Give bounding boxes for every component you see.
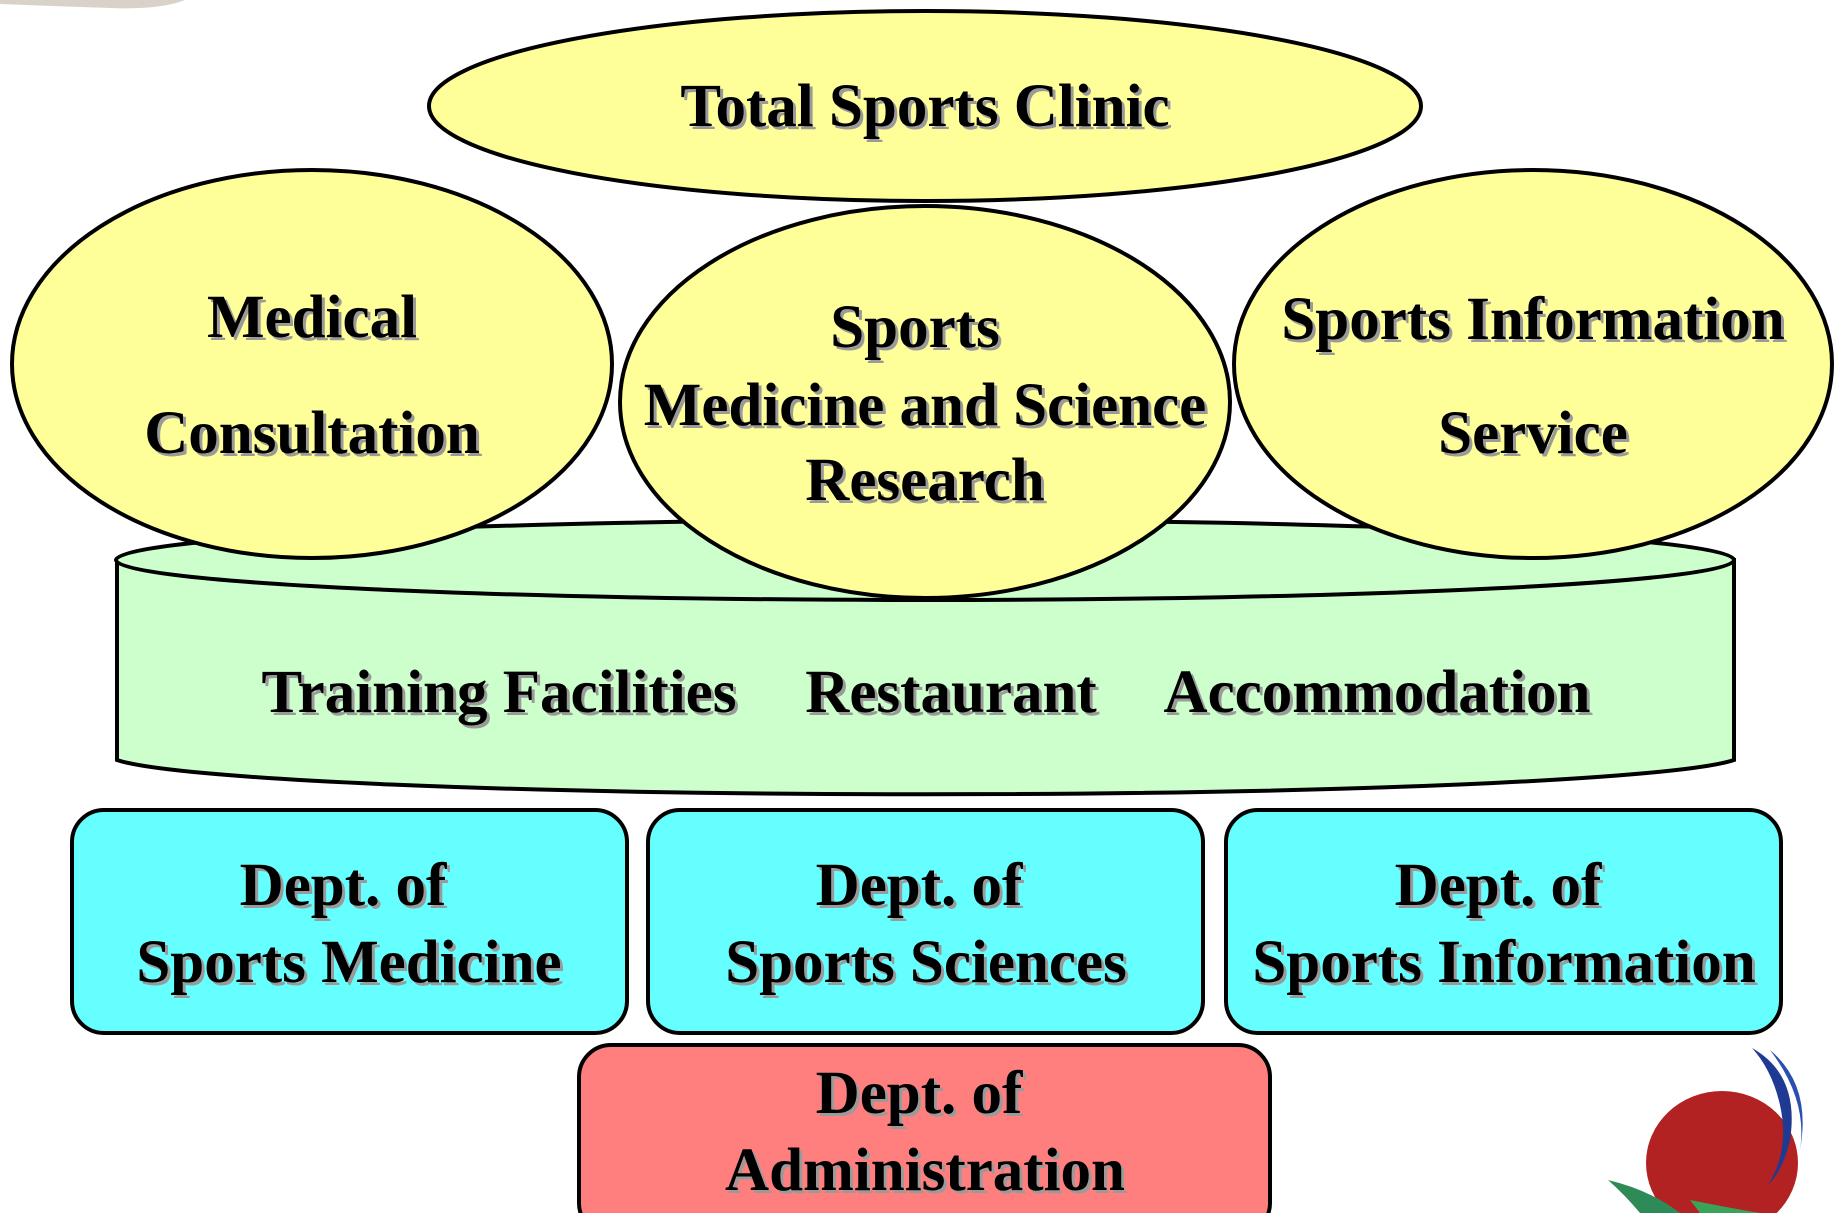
svg-text:Sports Information: Sports Information [1255, 932, 1758, 999]
dept-sports-medicine-label: Dept. of Dept. of Sports Medicine Sports… [136, 852, 564, 999]
svg-text:Sports Medicine: Sports Medicine [139, 932, 564, 999]
dept-sports-information-label: Dept. of Dept. of Sports Information Spo… [1252, 852, 1758, 999]
svg-text:Training Facilities: Training Facilities [262, 659, 737, 726]
svg-text:Training Facilities: Training Facilities [265, 662, 740, 729]
dept-sports-sciences-label: Dept. of Dept. of Sports Sciences Sports… [725, 852, 1130, 999]
svg-text:Service: Service [1441, 403, 1631, 470]
dept-sports-information-box [1224, 808, 1783, 1035]
svg-text:Dept. of: Dept. of [819, 855, 1026, 922]
organization-logo-icon [1608, 1048, 1803, 1213]
platform-items-label: Training Facilities Training Facilities … [262, 659, 1594, 729]
logo-fragment [0, 0, 185, 9]
svg-text:Service: Service [1438, 400, 1628, 467]
dept-administration-label: Dept. of Dept. of Administration Adminis… [725, 1060, 1128, 1207]
svg-text:Sports Medicine: Sports Medicine [136, 929, 561, 996]
svg-text:Sports Information: Sports Information [1281, 286, 1784, 353]
svg-text:Restaurant: Restaurant [808, 662, 1100, 729]
svg-text:Consultation: Consultation [147, 403, 483, 470]
research-label: Sports Sports Medicine and Science Medic… [644, 294, 1210, 517]
dept-sports-sciences-box [646, 808, 1205, 1035]
svg-text:Administration: Administration [725, 1137, 1125, 1204]
svg-text:Medical: Medical [210, 287, 420, 354]
medical-consultation-label: Medical Medical Consultation Consultatio… [144, 284, 483, 470]
svg-text:Sports Information: Sports Information [1252, 929, 1755, 996]
research-ellipse [618, 204, 1232, 600]
svg-text:Research: Research [808, 450, 1047, 517]
svg-text:Dept. of: Dept. of [240, 852, 447, 919]
medical-consultation-ellipse [10, 168, 614, 560]
svg-text:Dept. of: Dept. of [816, 852, 1023, 919]
dept-sports-medicine-box [70, 808, 629, 1035]
svg-text:Sports: Sports [833, 297, 1002, 364]
svg-text:Sports: Sports [830, 294, 999, 361]
svg-text:Accommodation: Accommodation [1164, 659, 1591, 726]
svg-text:Sports Sciences: Sports Sciences [728, 932, 1130, 999]
svg-text:Dept. of: Dept. of [1398, 855, 1605, 922]
svg-text:Sports Information: Sports Information [1284, 289, 1787, 356]
svg-text:Medicine and Science: Medicine and Science [647, 375, 1210, 442]
svg-text:Accommodation: Accommodation [1167, 662, 1594, 729]
total-sports-clinic-label: Total Sports Clinic Total Sports Clinic [680, 73, 1172, 143]
svg-text:Total Sports Clinic: Total Sports Clinic [683, 76, 1172, 143]
svg-text:Sports Sciences: Sports Sciences [725, 929, 1127, 996]
sports-information-service-ellipse [1232, 168, 1834, 560]
sports-information-service-label: Sports Information Sports Information Se… [1281, 286, 1787, 470]
svg-text:Medical: Medical [207, 284, 417, 351]
svg-text:Dept. of: Dept. of [243, 855, 450, 922]
svg-text:Dept. of: Dept. of [819, 1063, 1026, 1130]
svg-text:Dept. of: Dept. of [816, 1060, 1023, 1127]
svg-text:Dept. of: Dept. of [1395, 852, 1602, 919]
svg-text:Research: Research [805, 447, 1044, 514]
svg-text:Consultation: Consultation [144, 400, 480, 467]
total-sports-clinic-ellipse [427, 9, 1423, 203]
svg-text:Restaurant: Restaurant [805, 659, 1097, 726]
svg-text:Medicine and Science: Medicine and Science [644, 372, 1207, 439]
dept-administration-box [577, 1043, 1272, 1213]
svg-text:Administration: Administration [728, 1140, 1128, 1207]
svg-text:Total Sports Clinic: Total Sports Clinic [680, 73, 1169, 140]
